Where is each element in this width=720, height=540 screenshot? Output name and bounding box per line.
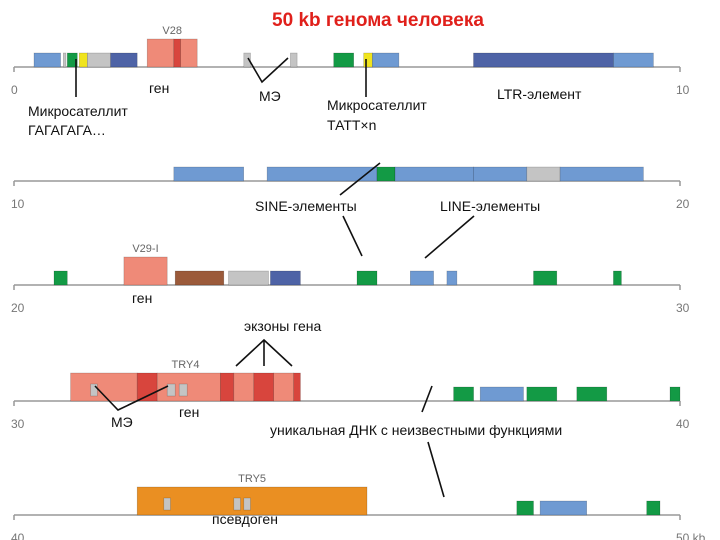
feature-blue <box>613 52 654 68</box>
feature-green <box>376 166 396 182</box>
feature-green <box>613 270 622 286</box>
feature-orange <box>136 486 368 516</box>
track-end-label: 10 <box>676 83 690 97</box>
track-end-label: 20 <box>676 197 690 211</box>
track-2: 10 20 <box>11 166 690 211</box>
label-pseudogene: псевдоген <box>212 511 278 527</box>
feature-gray <box>526 166 561 182</box>
pointer-unique-down <box>427 441 445 498</box>
feature-blue <box>394 166 474 182</box>
track-end-label: 50 kb <box>676 531 706 540</box>
feature-gray <box>166 383 176 397</box>
label-line: LINE-элементы <box>440 198 540 214</box>
gene-name-label: V29-I <box>132 243 158 255</box>
gene-name-label: V28 <box>162 25 182 37</box>
track-1: 0 10 V28 <box>11 25 690 97</box>
feature-light-red <box>123 256 168 286</box>
track-start-label: 30 <box>11 417 25 431</box>
pointer-sine-1b <box>342 215 363 257</box>
feature-gray <box>62 52 67 68</box>
feature-gray <box>233 497 241 511</box>
feature-light-red <box>70 372 138 402</box>
feature-green <box>53 270 68 286</box>
feature-gray <box>90 383 98 397</box>
label-sine: SINE-элементы <box>255 198 357 214</box>
feature-red <box>173 38 181 68</box>
pointer-sine-1a <box>339 162 381 196</box>
label-microsat-1-line2: ГАГАГАГА… <box>28 122 106 138</box>
pointer-me-4 <box>94 385 169 411</box>
track-5: 40 50 kb TRY5 <box>11 473 706 540</box>
feature-light-red <box>180 38 198 68</box>
feature-gray <box>243 497 251 511</box>
pointer-lines <box>75 57 475 498</box>
feature-green <box>516 500 534 516</box>
feature-light-red <box>233 372 255 402</box>
feature-green <box>646 500 661 516</box>
feature-green <box>333 52 355 68</box>
feature-light-red <box>273 372 295 402</box>
label-microsat-2-line2: ТАТТ×n <box>327 117 376 133</box>
track-4: 30 40 TRY4 <box>11 359 690 431</box>
feature-red <box>293 372 301 402</box>
pointer-unique-up <box>421 385 433 413</box>
label-unique-dna: уникальная ДНК с неизвестными функциями <box>270 422 562 438</box>
feature-gray <box>228 270 269 286</box>
track-3: 20 30 V29-I <box>11 243 690 315</box>
feature-gray <box>290 52 298 68</box>
feature-gray <box>87 52 111 68</box>
track-end-label: 40 <box>676 417 690 431</box>
label-exons: экзоны гена <box>244 318 321 334</box>
feature-red <box>220 372 235 402</box>
label-me-1: МЭ <box>259 88 281 104</box>
feature-yellow <box>363 52 373 68</box>
tracks: 0 10 V28 10 20 20 30 V29-I 30 40 TRY4 40 50 kb TRY5 <box>11 25 706 540</box>
feature-green <box>453 386 474 402</box>
pointer-me-1 <box>247 57 289 84</box>
feature-dark-blue <box>110 52 138 68</box>
feature-green <box>669 386 681 402</box>
label-ltr: LTR-элемент <box>497 86 582 102</box>
feature-blue <box>473 166 528 182</box>
label-gene-4: ген <box>179 404 199 420</box>
track-start-label: 40 <box>11 531 25 540</box>
label-me-4: МЭ <box>111 414 133 430</box>
label-gene-3: ген <box>132 290 152 306</box>
feature-green <box>526 386 558 402</box>
pointer-line-1 <box>424 215 475 259</box>
feature-green <box>356 270 378 286</box>
track-start-label: 10 <box>11 197 25 211</box>
track-start-label: 0 <box>11 83 18 97</box>
feature-yellow <box>79 52 88 68</box>
track-start-label: 20 <box>11 301 25 315</box>
feature-blue <box>559 166 644 182</box>
feature-green <box>67 52 78 68</box>
annotations: ген МЭ Микросателлит ГАГАГАГА… Микросате… <box>28 80 582 527</box>
feature-blue <box>409 270 434 286</box>
feature-blue <box>539 500 587 516</box>
feature-red <box>253 372 275 402</box>
gene-name-label: TRY5 <box>238 473 266 485</box>
track-end-label: 30 <box>676 301 690 315</box>
feature-brown <box>174 270 225 286</box>
label-gene-1: ген <box>149 80 169 96</box>
feature-blue <box>479 386 524 402</box>
label-microsat-1-line1: Микросателлит <box>28 103 128 119</box>
feature-gray <box>163 497 171 511</box>
feature-blue <box>371 52 400 68</box>
feature-gray <box>178 383 188 397</box>
feature-blue <box>446 270 458 286</box>
feature-blue <box>33 52 61 68</box>
feature-green <box>576 386 608 402</box>
feature-light-red <box>146 38 175 68</box>
feature-green <box>533 270 558 286</box>
feature-blue <box>173 166 245 182</box>
label-microsat-2-line1: Микросателлит <box>327 97 427 113</box>
gene-name-label: TRY4 <box>172 359 200 371</box>
feature-dark-blue <box>473 52 614 68</box>
diagram-title: 50 kb генома человека <box>272 10 484 31</box>
feature-gray <box>243 52 251 68</box>
feature-dark-blue <box>270 270 301 286</box>
